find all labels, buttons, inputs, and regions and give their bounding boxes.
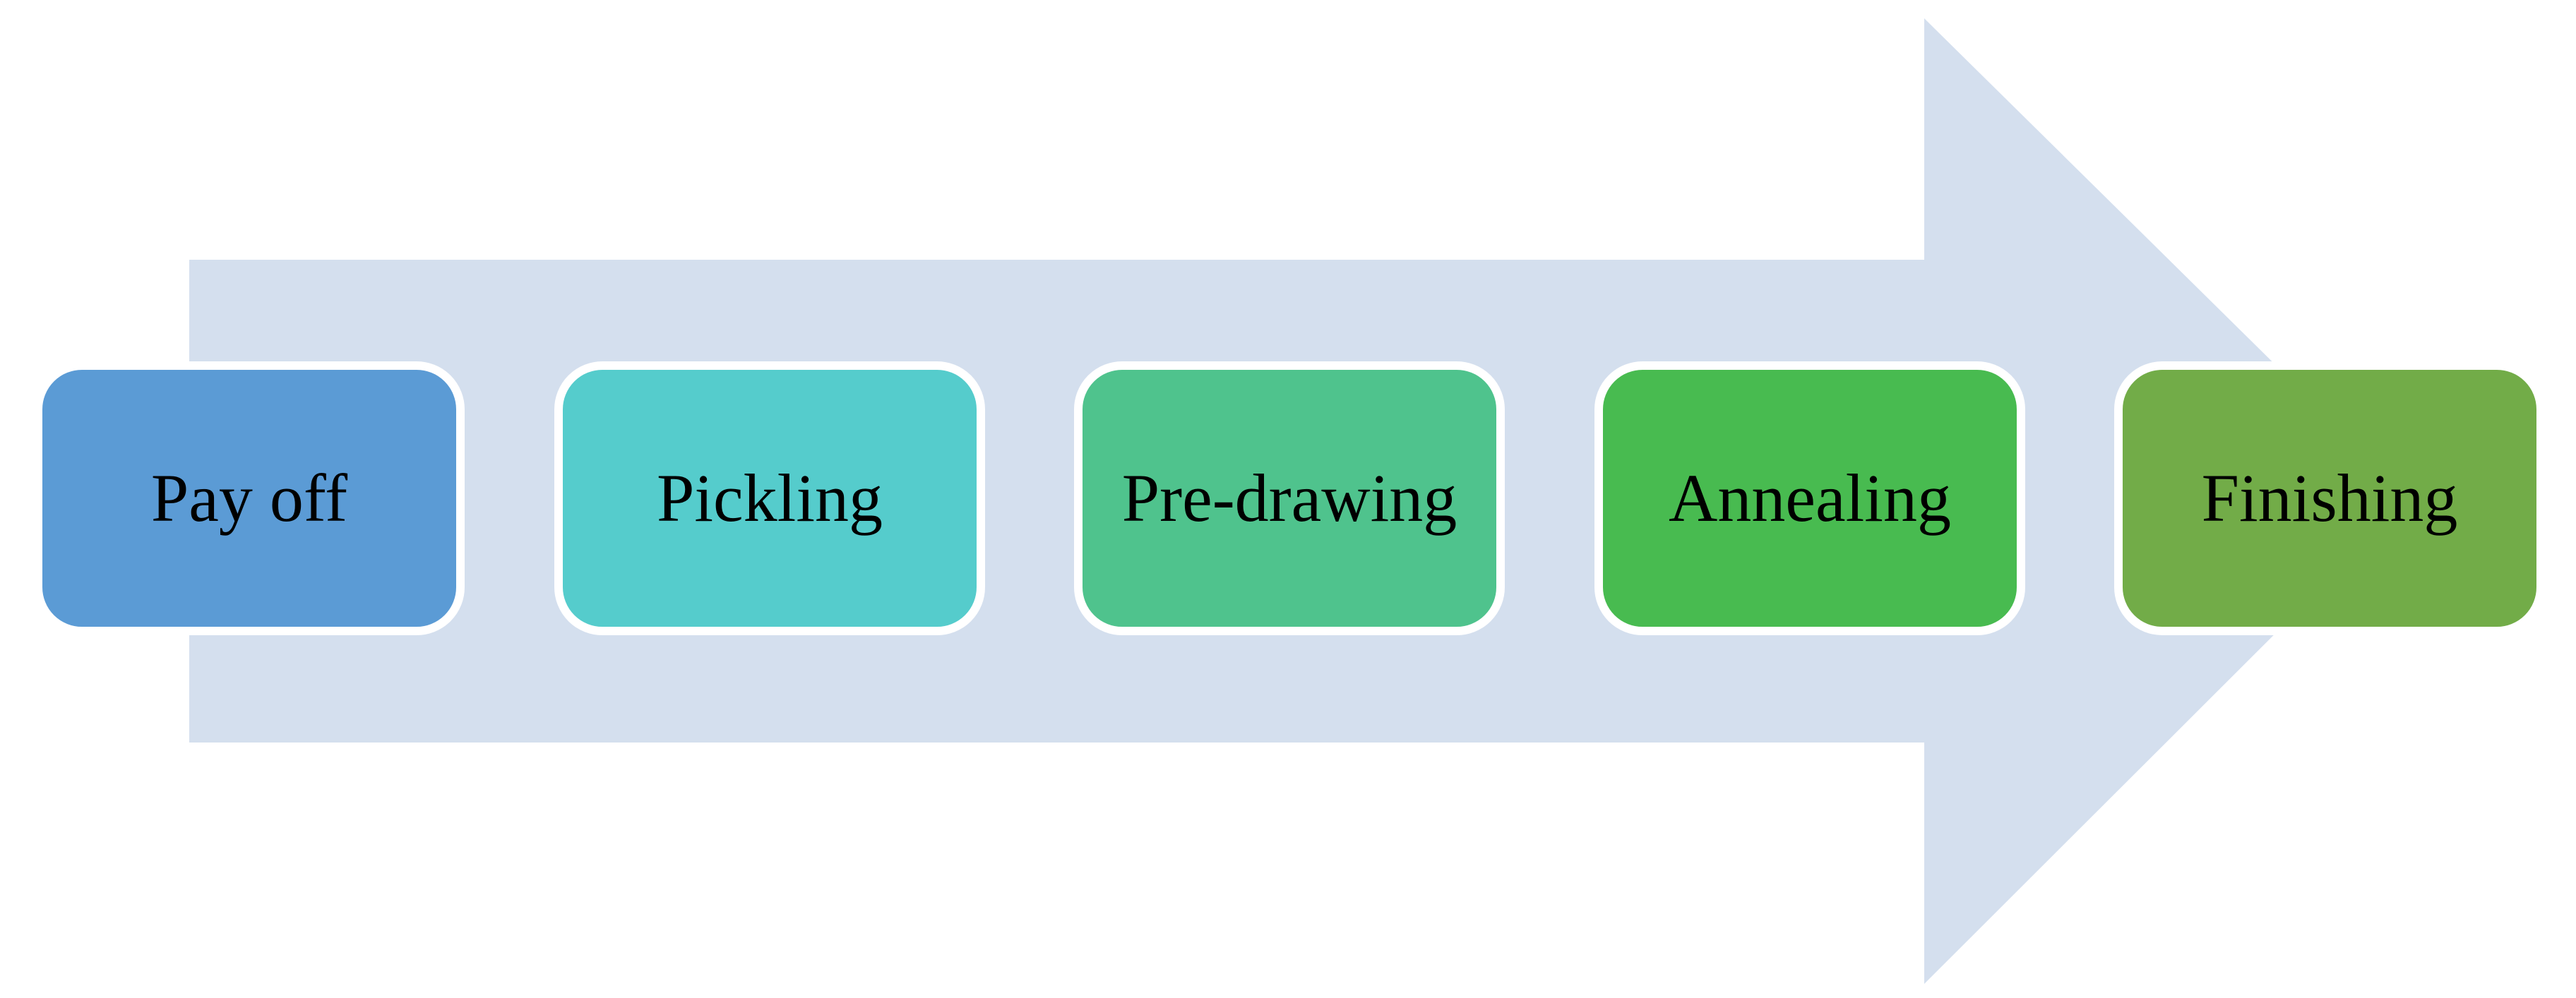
step-pay-off: Pay off [34,361,465,635]
step-label: Annealing [1669,460,1951,536]
step-label: Finishing [2201,460,2458,536]
step-label: Pickling [656,460,883,536]
step-pre-drawing: Pre-drawing [1074,361,1505,635]
step-pickling: Pickling [554,361,985,635]
step-label: Pre-drawing [1121,460,1457,536]
step-label: Pay off [150,460,348,536]
step-annealing: Annealing [1594,361,2025,635]
step-finishing: Finishing [2114,361,2545,635]
